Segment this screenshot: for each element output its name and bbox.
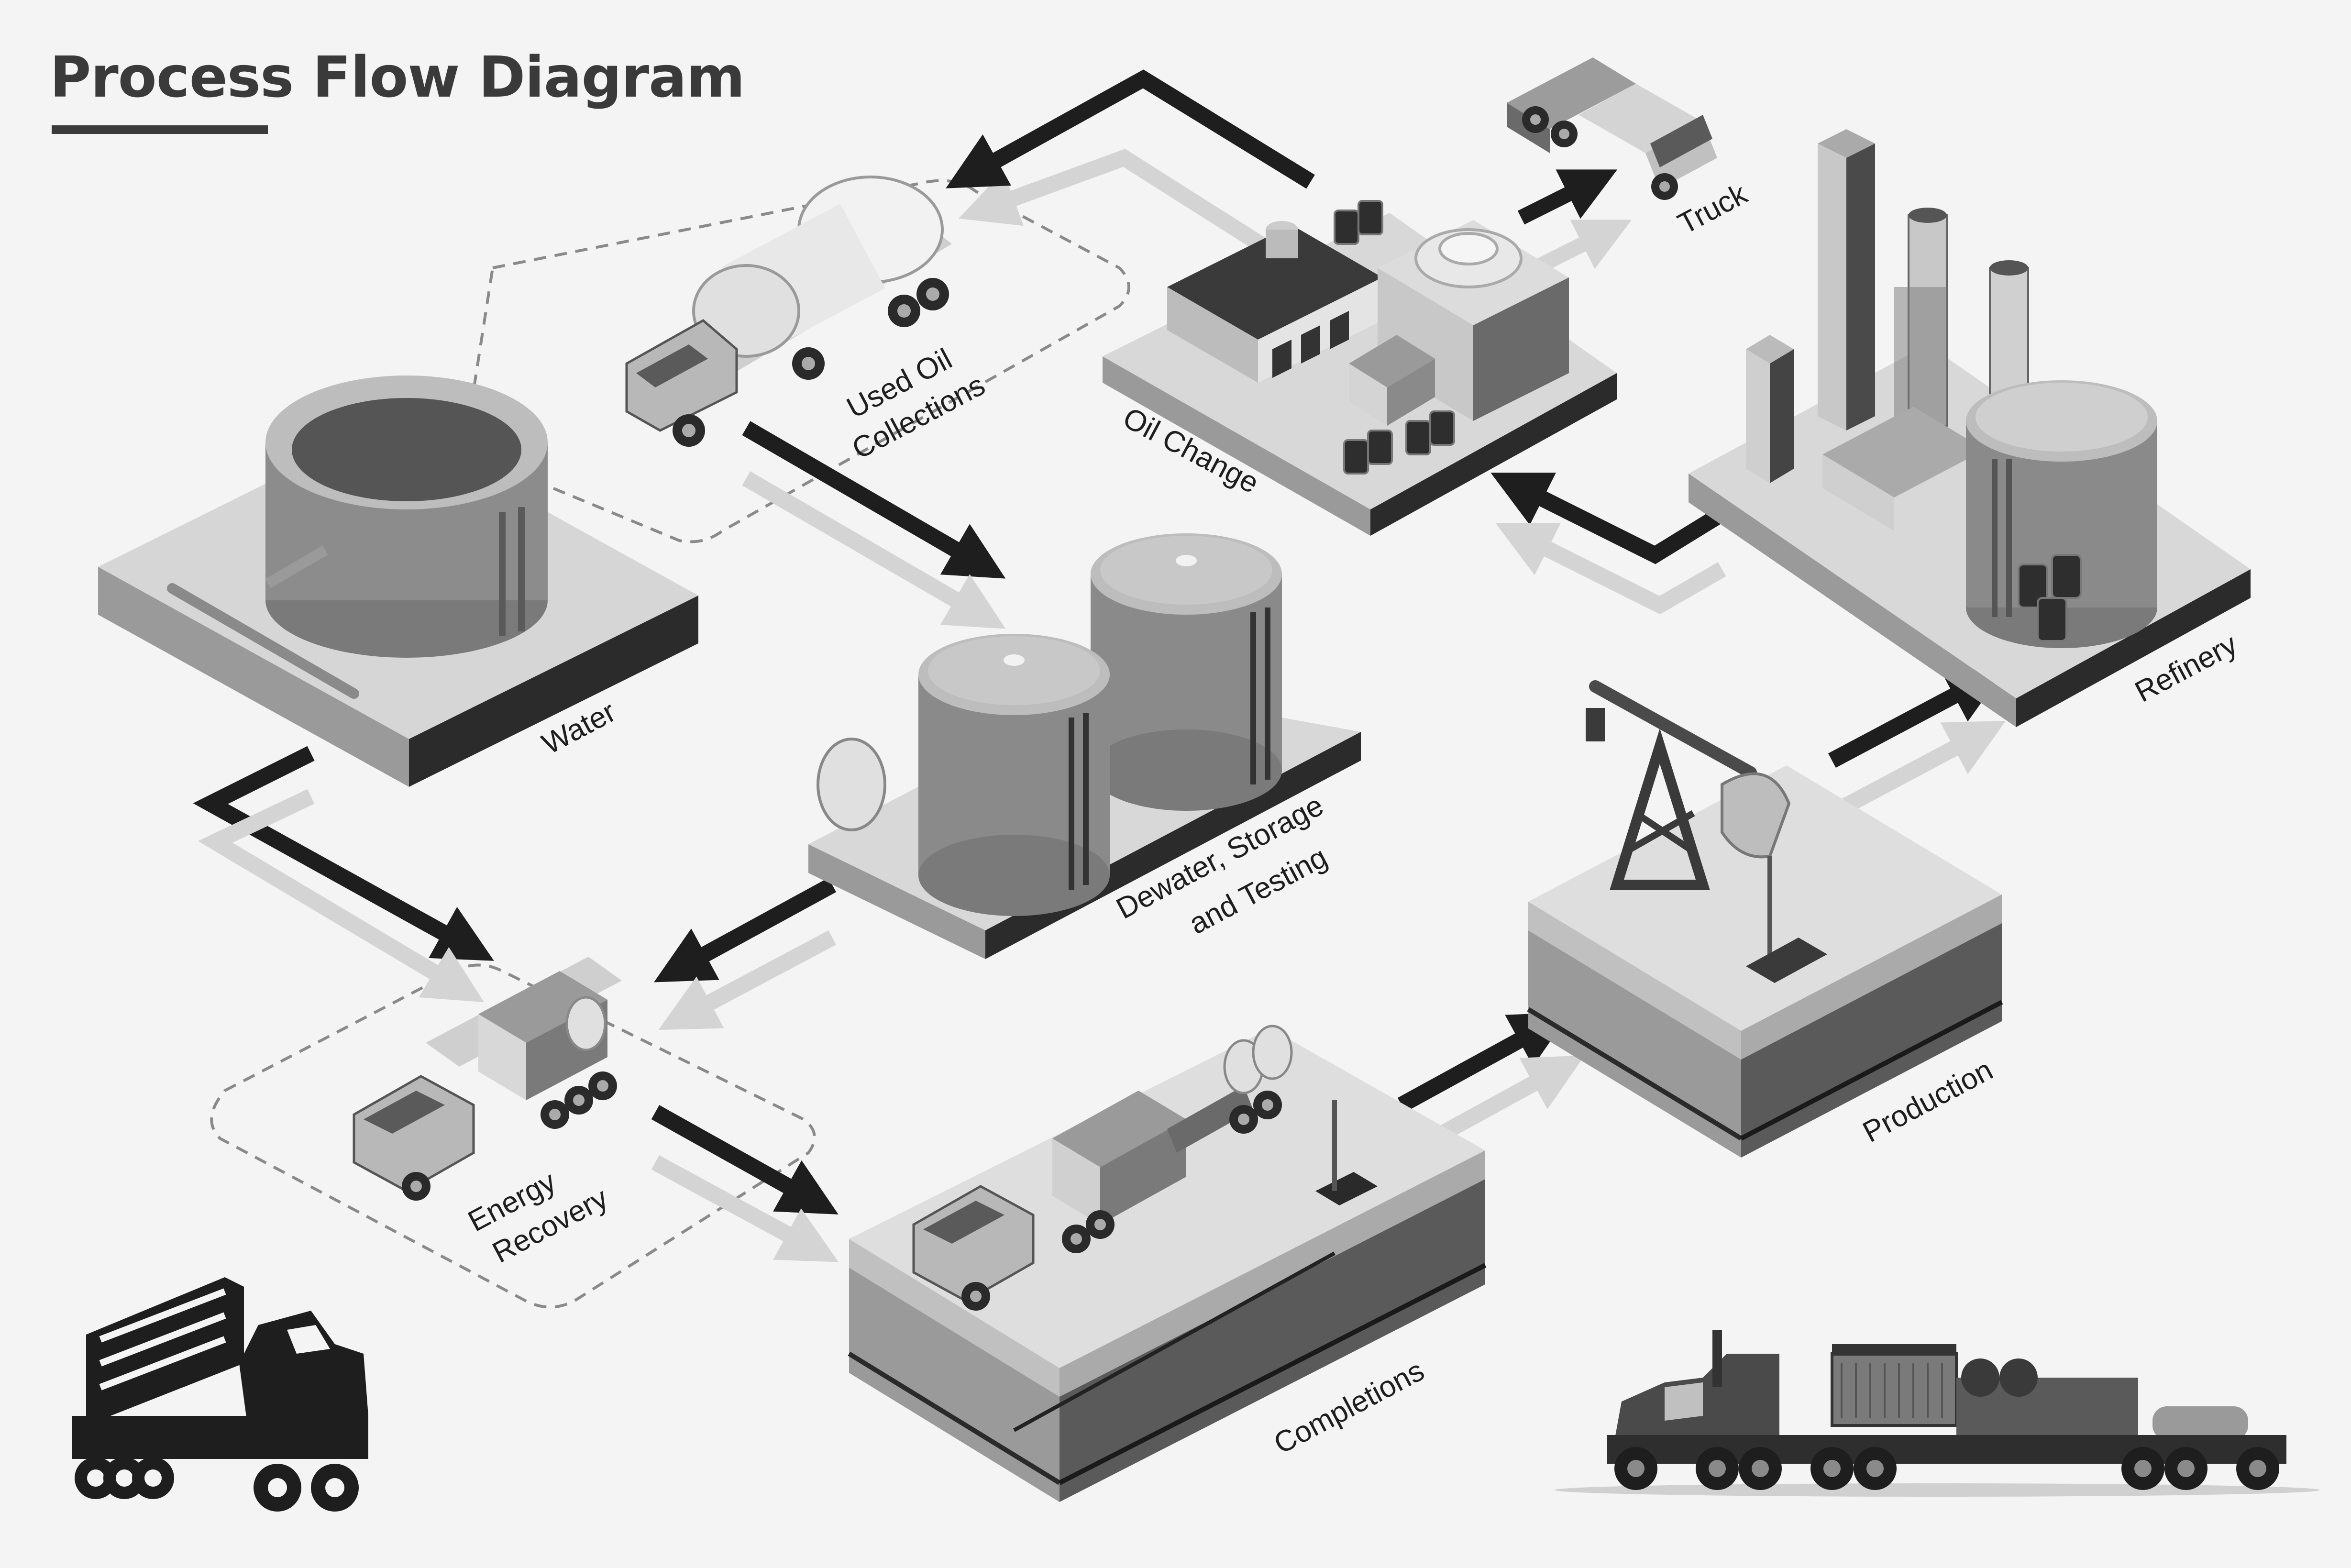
used-oil-group-border (464, 179, 1130, 543)
service-building-icon (1167, 200, 1569, 475)
page-title: Process Flow Diagram (50, 44, 745, 110)
truck-icon (1507, 57, 1717, 200)
arrow-production-to-refinery-light (1828, 721, 2006, 821)
arrow-oilchange-to-usedoil-light (959, 149, 1272, 256)
oil-barrels-icon (1334, 200, 1455, 475)
arrow-usedoil-to-dewater-dark (742, 421, 1006, 579)
energy-truck-icon (353, 957, 622, 1201)
tanker-truck-icon (625, 176, 952, 447)
used-oil-node: Used Oil Collections (625, 176, 990, 466)
arrow-refinery-to-oilchange-dark (1490, 473, 1722, 564)
arrow-production-to-refinery-dark (1828, 668, 2006, 768)
arrow-energy-to-completions-dark (651, 1105, 839, 1215)
arrow-completions-to-production-dark (1397, 1012, 1570, 1112)
arrow-water-to-energy-light (198, 789, 485, 1003)
arrow-refinery-to-oilchange-light (1495, 523, 1726, 615)
energy-group-border (210, 963, 816, 1309)
arrow-oilchange-to-usedoil-dark (946, 69, 1315, 189)
frac-fleet-truck-icon (1555, 1330, 2320, 1497)
refinery-icon (1746, 129, 2157, 648)
refinery-node: Refinery (1689, 129, 2251, 727)
title-underline (52, 125, 268, 134)
arrow-oilchange-to-truck-light (1532, 220, 1632, 275)
arrow-oilchange-to-truck-dark (1517, 169, 1618, 225)
arrow-water-to-energy-dark (193, 746, 494, 961)
arrow-energy-to-completions-light (651, 1155, 839, 1262)
storage-tanks-icon (817, 533, 1282, 916)
water-node: Water (98, 375, 698, 787)
oil-change-node: Oil Change (1103, 200, 1617, 536)
flow-arrows (193, 69, 2006, 1262)
frac-truck-icon (912, 1025, 1378, 1311)
completions-node: Completions (848, 1025, 1487, 1502)
arrow-dewater-to-energy-dark (654, 878, 837, 983)
water-tank-icon (167, 375, 548, 699)
pumpjack-icon (1586, 680, 1827, 983)
arrow-usedoil-to-dewater-light (742, 471, 1006, 629)
dewater-node: Dewater, Storage and Testing (808, 533, 1361, 959)
arrow-dewater-to-energy-light (658, 930, 836, 1030)
tanker-truck-outline-icon (72, 1277, 368, 1512)
truck-label: Truck (1673, 177, 1753, 241)
